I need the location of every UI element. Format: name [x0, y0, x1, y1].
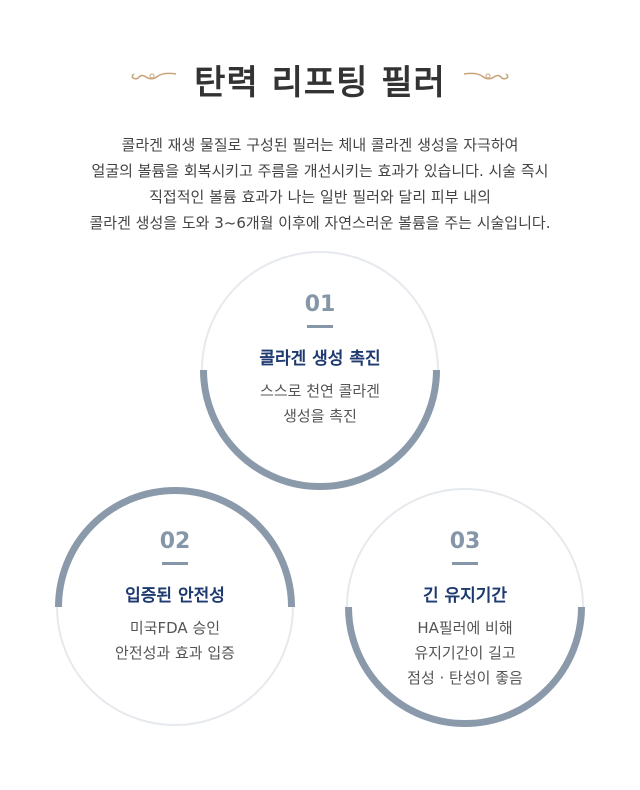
feature-desc: 미국FDA 승인 [129, 619, 221, 637]
feature-desc: 생성을 촉진 [283, 407, 357, 425]
feature-number: 01 [304, 292, 336, 317]
feature-desc: 스스로 천연 콜라겐 [260, 382, 380, 400]
circle-ring [345, 488, 585, 727]
feature-desc: HA필러에 비해 [417, 619, 513, 637]
feature-number: 02 [159, 529, 191, 554]
feature-desc: 안전성과 효과 입증 [115, 644, 235, 662]
intro-text: 콜라겐 재생 물질로 구성된 필러는 체내 콜라겐 생성을 자극하여 얼굴의 볼… [0, 132, 640, 236]
intro-line: 얼굴의 볼륨을 회복시키고 주름을 개선시키는 효과가 있습니다. 시술 즉시 [91, 162, 549, 180]
feature-heading: 긴 유지기간 [422, 586, 508, 606]
divider [162, 562, 188, 565]
intro-line: 직접적인 볼륨 효과가 나는 일반 필러와 달리 피부 내의 [149, 188, 491, 206]
circle-ring [55, 487, 295, 726]
ornament-right-icon [463, 72, 509, 80]
feature-desc: 유지기간이 길고 [414, 644, 516, 662]
feature-heading: 콜라겐 생성 촉진 [259, 349, 381, 369]
intro-line: 콜라겐 생성을 도와 3~6개월 이후에 자연스러운 볼륨을 주는 시술입니다. [89, 214, 551, 232]
feature-number: 03 [449, 529, 481, 554]
page-title: 탄력 리프팅 필러 [194, 63, 446, 103]
feature-heading: 입증된 안전성 [125, 586, 225, 606]
circle-ring [200, 251, 440, 490]
feature-desc: 점성 · 탄성이 좋음 [407, 669, 523, 687]
intro-line: 콜라겐 재생 물질로 구성된 필러는 체내 콜라겐 생성을 자극하여 [121, 136, 519, 154]
divider [452, 562, 478, 565]
divider [307, 325, 333, 328]
ornament-left-icon [131, 72, 177, 80]
